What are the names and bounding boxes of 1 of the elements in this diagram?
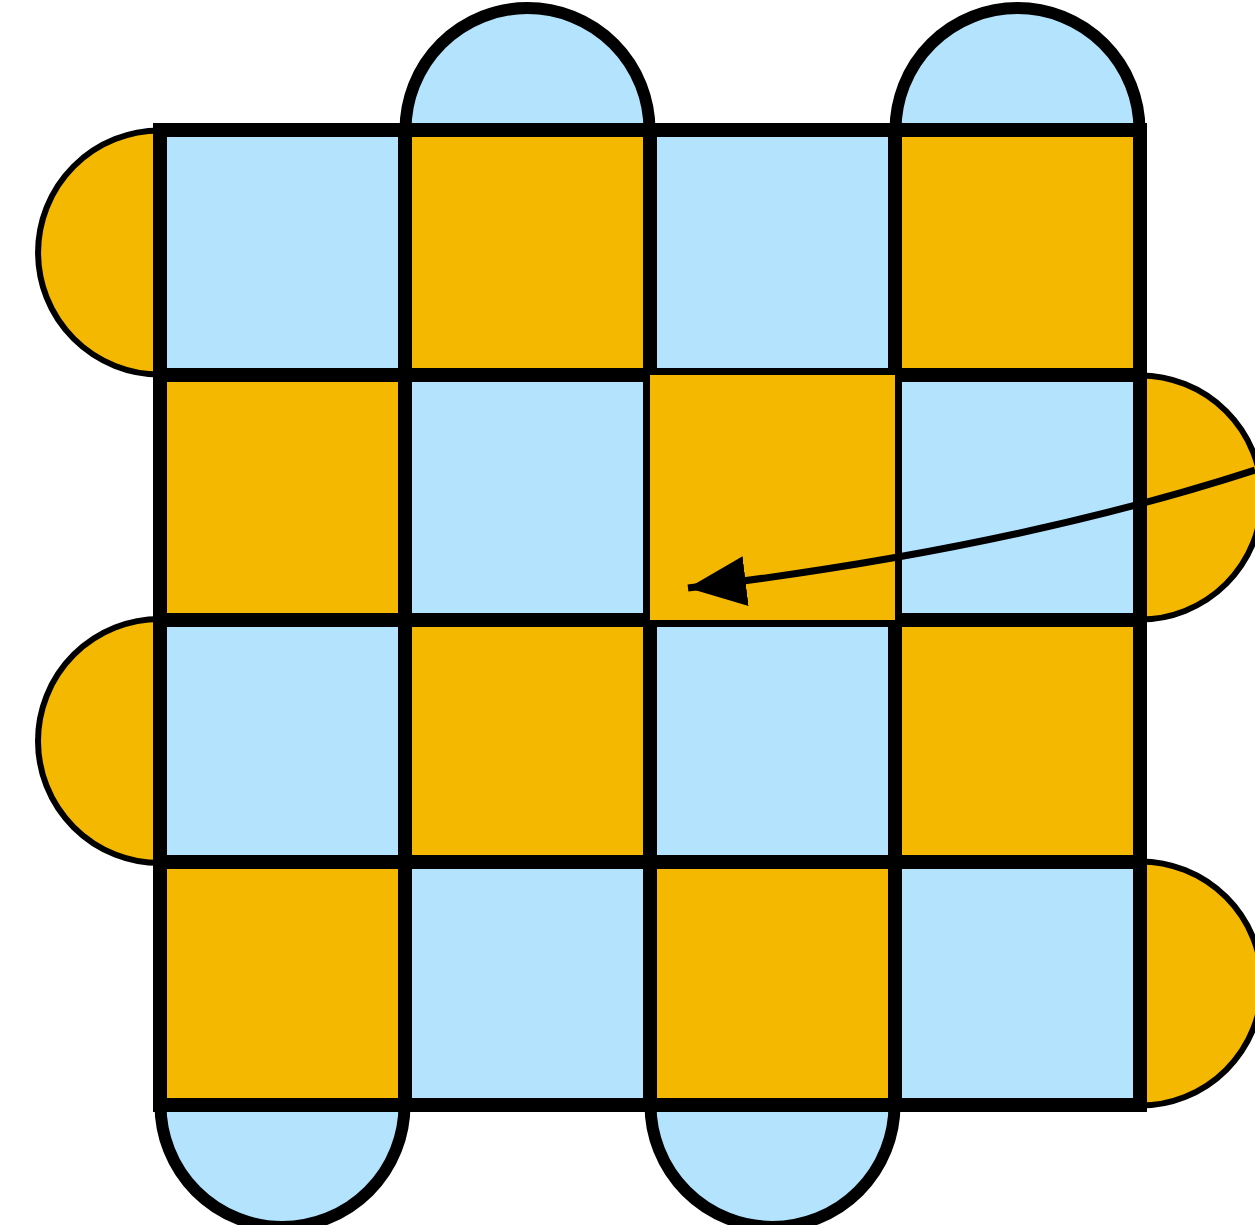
arrow <box>687 466 1255 607</box>
